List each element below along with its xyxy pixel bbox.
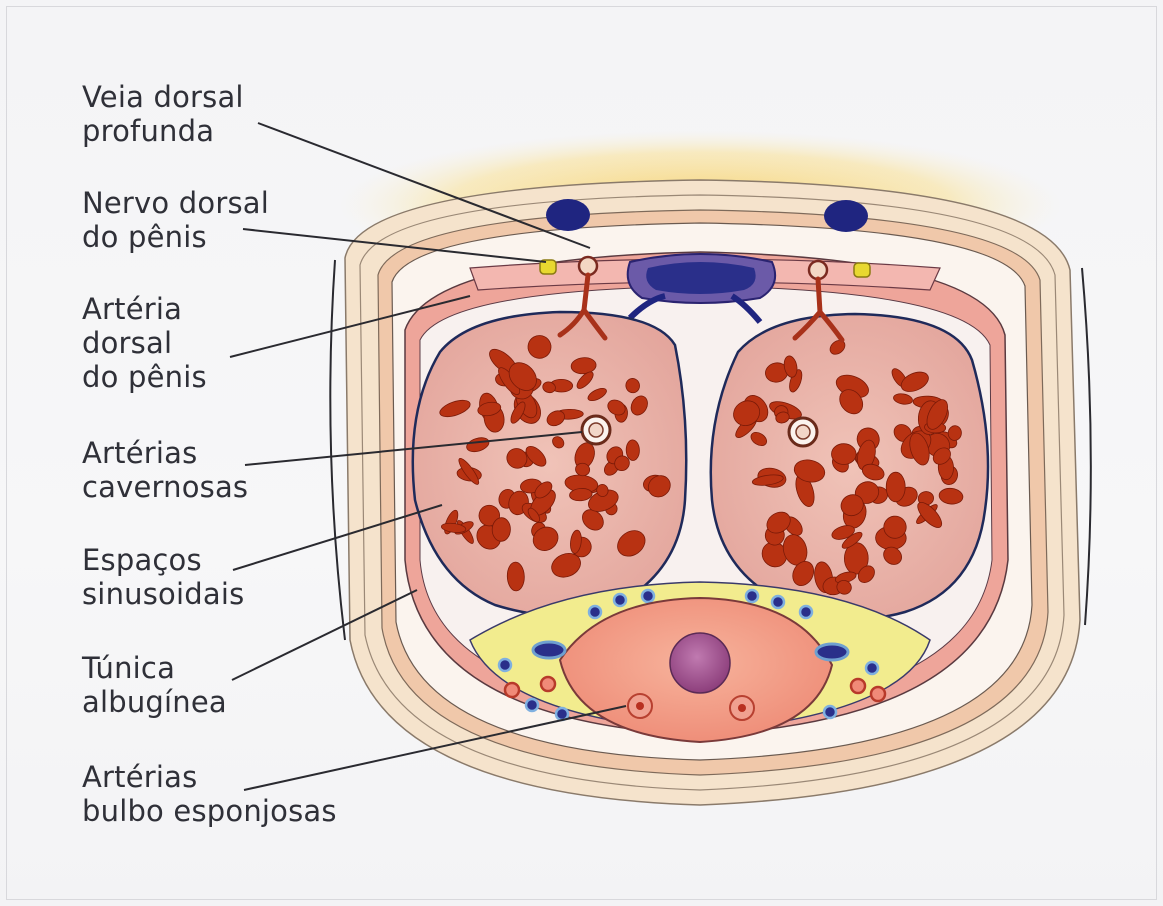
small-vein [772,596,784,608]
small-vein [824,706,836,718]
small-vein [746,590,758,602]
label-line: do pênis [82,360,207,394]
corpus-cavernosum-left [413,312,686,616]
small-vein [589,606,601,618]
dorsal-nerve-right [854,263,870,277]
label-line: Túnica [82,651,227,685]
small-artery [871,687,885,701]
outer-contour-left [330,260,345,640]
label-line: dorsal [82,326,207,360]
sinusoid-blob [492,517,511,541]
small-vein [499,659,511,671]
label-veia-dorsal-profunda: Veia dorsal profunda [82,80,244,148]
label-line: Veia dorsal [82,80,244,114]
label-line: sinusoidais [82,577,244,611]
label-arterias-bulbo-esponjosas: Artérias bulbo esponjosas [82,760,337,828]
small-vein [642,590,654,602]
sinusoid-blob [831,443,856,464]
superficial-vein-right [824,200,868,232]
small-vein [866,662,878,674]
small-artery [505,683,519,697]
label-arterias-cavernosas: Artérias cavernosas [82,436,248,504]
label-espacos-sinusoidais: Espaços sinusoidais [82,543,244,611]
label-line: Nervo dorsal [82,186,269,220]
superficial-vein-left [546,199,590,231]
sinusoid-blob [626,440,640,461]
cavernous-artery-right-lumen [796,425,810,439]
small-vein [526,699,538,711]
label-line: Artérias [82,436,248,470]
urethra [670,633,730,693]
dorsal-artery-right [809,261,827,279]
label-line: albugínea [82,685,227,719]
label-line: profunda [82,114,244,148]
dorsal-artery-left [579,257,597,275]
bulbospongiosus-artery-left-lumen [636,702,644,710]
outer-contour-right [1082,268,1091,625]
small-vein [614,594,626,606]
label-line: Artéria [82,292,207,326]
label-line: cavernosas [82,470,248,504]
small-vein [800,606,812,618]
label-line: bulbo esponjosas [82,794,337,828]
label-arteria-dorsal: Artéria dorsal do pênis [82,292,207,394]
ventral-vein-node-right [816,644,848,660]
deep-dorsal-vein-lumen [646,262,755,294]
label-tunica-albuginea: Túnica albugínea [82,651,227,719]
sinusoid-blob [886,472,905,502]
small-artery [541,677,555,691]
small-artery [851,679,865,693]
label-line: Espaços [82,543,244,577]
label-line: do pênis [82,220,269,254]
bulbospongiosus-artery-right-lumen [738,704,746,712]
label-nervo-dorsal: Nervo dorsal do pênis [82,186,269,254]
label-line: Artérias [82,760,337,794]
ventral-vein-node-left [533,642,565,658]
cavernous-artery-left-lumen [589,423,603,437]
